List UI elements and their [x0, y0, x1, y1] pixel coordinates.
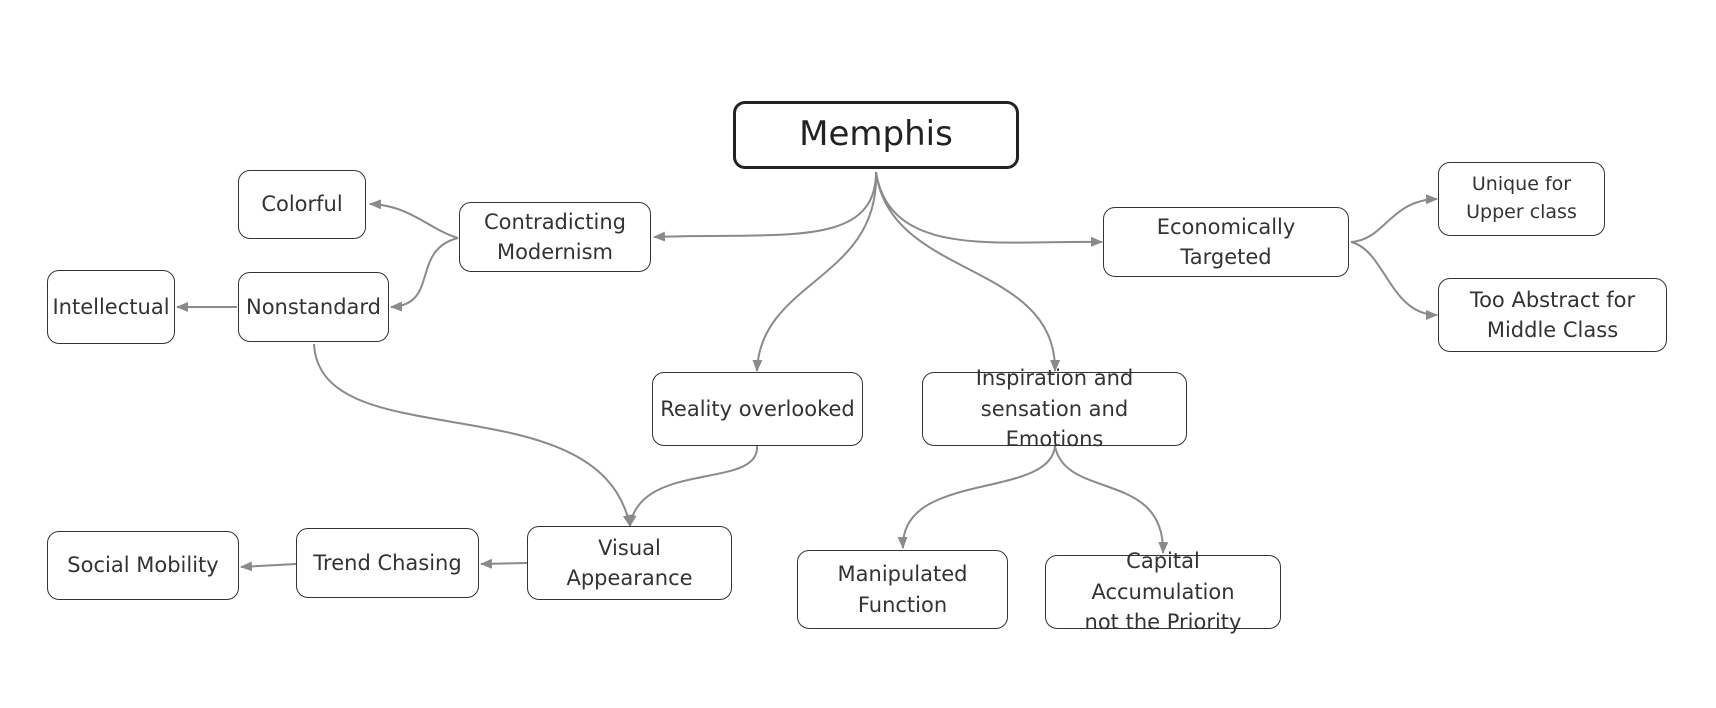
- unique-upper-class-label: Unique for Upper class: [1466, 173, 1577, 223]
- edge-memphis-inspiration: [875, 171, 1061, 372]
- trend-chasing-node: Trend Chasing: [296, 528, 479, 598]
- trend-chasing-label: Trend Chasing: [313, 550, 462, 575]
- edge-memphis-economic: [875, 171, 1103, 247]
- inspiration-label: Inspiration and sensation and Emotions: [975, 366, 1134, 452]
- contradicting-modernism-label: Contradicting Modernism: [484, 209, 626, 264]
- edge-memphis-reality: [752, 171, 878, 372]
- manipulated-function-node: Manipulated Function: [797, 550, 1008, 629]
- edge-economic-abstract: [1350, 241, 1438, 320]
- edge-economic-unique: [1350, 194, 1438, 243]
- reality-overlooked-node: Reality overlooked: [652, 372, 863, 446]
- edge-reality-visual: [626, 445, 759, 527]
- capital-accumulation-node: Capital Accumulation not the Priority: [1045, 549, 1281, 634]
- manipulated-function-label: Manipulated Function: [837, 562, 968, 617]
- inspiration-node: Inspiration and sensation and Emotions: [922, 366, 1187, 451]
- social-mobility-label: Social Mobility: [67, 553, 219, 578]
- visual-appearance-label: Visual Appearance: [566, 535, 693, 590]
- edge-inspiration-capital: [1054, 445, 1169, 554]
- nonstandard-label: Nonstandard: [245, 294, 381, 319]
- edge-nonstandard-visual: [313, 343, 633, 527]
- edge-contradicting-colorful: [369, 199, 459, 239]
- memphis-root-node: Memphis: [733, 101, 1019, 169]
- too-abstract-label: Too Abstract for Middle Class: [1469, 287, 1636, 342]
- edge-memphis-contradicting: [653, 171, 877, 242]
- intellectual-node: Intellectual: [47, 270, 175, 344]
- economically-targeted-label: Economically Targeted: [1156, 214, 1296, 269]
- capital-accumulation-label: Capital Accumulation not the Priority: [1084, 549, 1242, 635]
- social-mobility-node: Social Mobility: [47, 531, 239, 600]
- contradicting-modernism-node: Contradicting Modernism: [459, 202, 651, 272]
- edge-contradicting-nonstandard: [390, 237, 459, 312]
- reality-overlooked-label: Reality overlooked: [660, 396, 855, 421]
- edge-trend-social: [240, 561, 297, 572]
- edge-inspiration-manipulated: [897, 445, 1056, 549]
- edge-visual-trend: [480, 558, 528, 569]
- colorful-node: Colorful: [238, 170, 366, 239]
- too-abstract-node: Too Abstract for Middle Class: [1438, 278, 1667, 352]
- visual-appearance-node: Visual Appearance: [527, 526, 732, 600]
- unique-upper-class-node: Unique for Upper class: [1438, 162, 1605, 236]
- colorful-label: Colorful: [261, 192, 343, 217]
- memphis-root-label: Memphis: [799, 114, 953, 155]
- economically-targeted-node: Economically Targeted: [1103, 207, 1349, 277]
- nonstandard-node: Nonstandard: [238, 272, 389, 342]
- intellectual-label: Intellectual: [52, 294, 170, 319]
